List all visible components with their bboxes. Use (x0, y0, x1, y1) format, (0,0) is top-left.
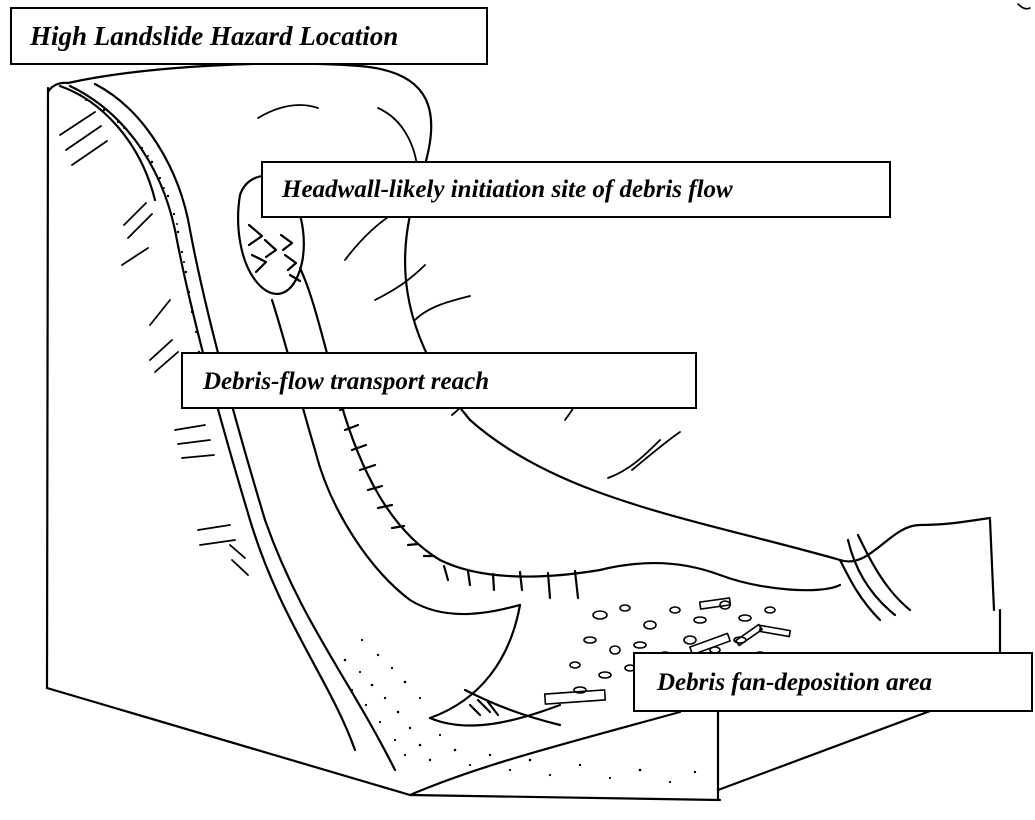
diagram-title: High Landslide Hazard Location (10, 7, 488, 65)
corner-mark (1018, 4, 1030, 9)
transport-reach-label: Debris-flow transport reach (181, 352, 697, 409)
soil-band-dots (79, 94, 200, 353)
transport-channel (272, 268, 600, 614)
hillslope-ridge (68, 64, 990, 562)
left-face-hatching (60, 112, 248, 575)
headwall-label: Headwall-likely initiation site of debri… (261, 161, 891, 218)
deposition-area-label: Debris fan-deposition area (633, 652, 1033, 712)
